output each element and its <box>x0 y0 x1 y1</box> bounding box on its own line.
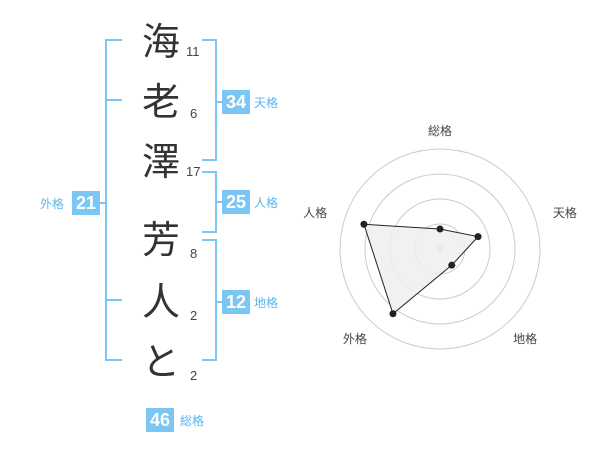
name-char-6: と <box>141 340 180 384</box>
radar-axis-label-1: 総格 <box>428 124 453 138</box>
radar-ring <box>339 148 541 350</box>
stroke-count-4: 8 <box>190 246 198 261</box>
stroke-count-2: 6 <box>190 106 198 121</box>
stroke-count-3: 17 <box>186 164 201 179</box>
name-char-5: 人 <box>141 280 180 324</box>
radar-point-4 <box>389 310 397 318</box>
name-char-2: 老 <box>141 80 180 124</box>
radar-axis-label-2: 天格 <box>552 205 577 220</box>
radar-axis-label-4: 外格 <box>342 332 367 347</box>
stroke-count-6: 2 <box>190 368 198 383</box>
radar-point-2 <box>474 233 482 241</box>
stroke-count-5: 2 <box>190 308 198 323</box>
chikaku-label: 地格 <box>254 296 279 310</box>
stroke-count-1: 11 <box>186 44 200 59</box>
radar-ring <box>364 173 516 325</box>
radar-point-1 <box>436 225 444 233</box>
name-char-4: 芳 <box>141 218 180 262</box>
tenkaku-value-badge: 34 <box>222 90 250 114</box>
name-char-1: 海 <box>141 20 180 64</box>
radar-axis-label-5: 人格 <box>303 205 328 220</box>
tenkaku-bracket <box>202 39 217 161</box>
soukaku-label: 総格 <box>180 414 205 428</box>
gaikaku-value-badge: 21 <box>72 191 100 215</box>
jinkaku-value-badge: 25 <box>222 190 250 214</box>
radar-polygon <box>363 223 480 315</box>
jinkaku-label: 人格 <box>254 196 279 210</box>
soukaku-value-badge: 46 <box>146 408 174 432</box>
tenkaku-label: 天格 <box>254 96 279 110</box>
chikaku-bracket <box>202 239 217 361</box>
gaikaku-label: 外格 <box>40 197 65 211</box>
chikaku-value-badge: 12 <box>222 290 250 314</box>
name-char-3: 澤 <box>141 140 180 184</box>
radar-point-3 <box>448 261 456 269</box>
gaikaku-bracket <box>105 39 122 361</box>
radar-point-5 <box>360 220 368 228</box>
radar-axis-label-3: 地格 <box>513 332 538 347</box>
